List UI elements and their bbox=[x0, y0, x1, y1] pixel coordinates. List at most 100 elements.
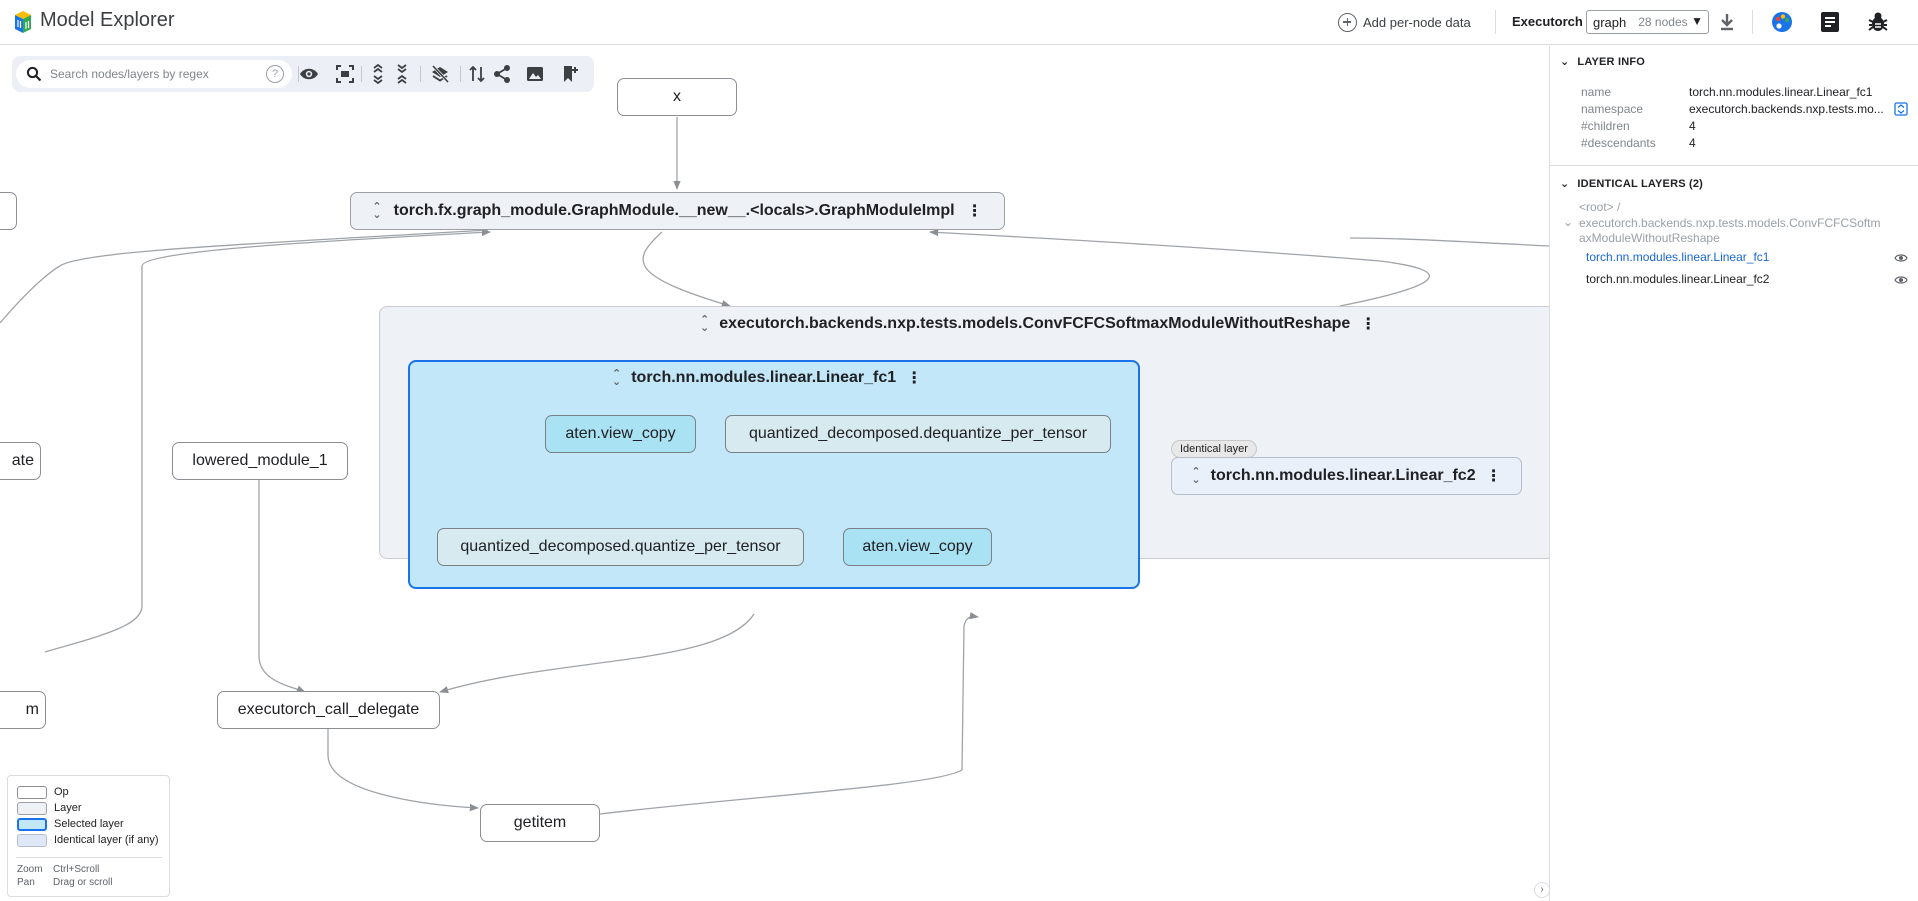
info-key: name bbox=[1581, 85, 1612, 99]
identical-layer-badge: Identical layer bbox=[1171, 440, 1257, 458]
legend-label: Op bbox=[54, 786, 69, 798]
node-dequantize[interactable]: quantized_decomposed.dequantize_per_tens… bbox=[725, 415, 1111, 453]
chevron-down-icon[interactable]: ⌄ bbox=[1563, 215, 1574, 229]
flip-direction-icon[interactable] bbox=[467, 64, 487, 84]
edge bbox=[599, 612, 979, 815]
node-offscreen[interactable] bbox=[0, 192, 17, 230]
graph-edges bbox=[0, 117, 1549, 815]
hint-label: Pan bbox=[17, 877, 35, 888]
node-lowered-module[interactable]: lowered_module_1 bbox=[172, 442, 348, 480]
more-menu-icon[interactable]: ⋮ bbox=[966, 203, 983, 220]
edge bbox=[1349, 237, 1549, 247]
search-input[interactable] bbox=[48, 64, 258, 84]
fit-to-screen-icon[interactable] bbox=[335, 64, 355, 84]
info-row: name torch.nn.modules.linear.Linear_fc1 bbox=[1581, 85, 1872, 99]
layer-fc2[interactable]: ⌃⌄ torch.nn.modules.linear.Linear_fc2 ⋮ bbox=[1171, 457, 1522, 495]
help-icon[interactable]: ? bbox=[266, 65, 284, 83]
layer-info-header[interactable]: ⌄ LAYER INFO bbox=[1560, 55, 1646, 69]
edge bbox=[929, 228, 1430, 307]
identical-layers-title: IDENTICAL LAYERS (2) bbox=[1577, 177, 1704, 190]
add-per-node-data-button[interactable]: Add per-node data bbox=[1338, 11, 1471, 33]
breadcrumb-root: <root> / bbox=[1579, 200, 1621, 214]
layer-fc1-label: torch.nn.modules.linear.Linear_fc1 bbox=[631, 369, 897, 386]
legend-divider bbox=[16, 857, 162, 858]
more-menu-icon[interactable]: ⋮ bbox=[1360, 316, 1377, 333]
node-partial[interactable]: ate bbox=[0, 442, 41, 480]
node-view-copy[interactable]: aten.view_copy bbox=[545, 415, 696, 453]
divider bbox=[1752, 10, 1753, 34]
more-menu-icon[interactable]: ⋮ bbox=[906, 370, 923, 387]
edge bbox=[439, 613, 755, 694]
locate-icon[interactable] bbox=[1894, 251, 1908, 265]
info-key: namespace bbox=[1581, 102, 1644, 116]
collapse-icon[interactable]: ⌃⌄ bbox=[700, 314, 710, 334]
chevron-right-icon[interactable]: › bbox=[1534, 882, 1550, 898]
divider bbox=[1495, 10, 1496, 34]
info-row: #children 4 bbox=[1581, 119, 1696, 133]
model-explorer-logo-icon bbox=[15, 11, 31, 33]
expand-all-icon[interactable] bbox=[368, 64, 388, 84]
edge bbox=[327, 729, 479, 812]
divider bbox=[298, 66, 299, 82]
layers-off-icon[interactable] bbox=[430, 64, 450, 84]
edge bbox=[642, 231, 731, 308]
graph-canvas[interactable]: ⌃⌄ executorch.backends.nxp.tests.models.… bbox=[0, 46, 1549, 901]
collapse-all-icon[interactable] bbox=[392, 64, 412, 84]
download-icon[interactable] bbox=[1717, 11, 1737, 33]
legend-hint: Pan Drag or scroll bbox=[17, 877, 112, 888]
palette-icon[interactable] bbox=[1770, 10, 1794, 34]
info-row: #descendants 4 bbox=[1581, 136, 1696, 150]
node-call-delegate[interactable]: executorch_call_delegate bbox=[217, 691, 440, 729]
divider bbox=[460, 66, 461, 82]
info-value: executorch.backends.nxp.tests.mo... bbox=[1689, 102, 1884, 116]
node-getitem[interactable]: getitem bbox=[480, 804, 600, 842]
identical-layer-item[interactable]: torch.nn.modules.linear.Linear_fc2 bbox=[1586, 272, 1770, 286]
identical-layer-item-selected[interactable]: torch.nn.modules.linear.Linear_fc1 bbox=[1586, 250, 1770, 264]
info-key: #descendants bbox=[1581, 136, 1656, 150]
share-icon[interactable] bbox=[492, 64, 512, 84]
add-circle-icon bbox=[1338, 12, 1357, 32]
image-icon[interactable] bbox=[525, 64, 545, 84]
hint-label: Zoom bbox=[17, 864, 43, 875]
layer-graph-module-label: torch.fx.graph_module.GraphModule.__new_… bbox=[393, 202, 955, 219]
legend-item: Identical layer (if any) bbox=[17, 833, 159, 847]
edge bbox=[258, 480, 306, 693]
graph-legend: Op Layer Selected layer Identical layer … bbox=[7, 775, 170, 897]
legend-swatch-identical bbox=[17, 833, 47, 847]
more-menu-icon[interactable]: ⋮ bbox=[1485, 468, 1502, 485]
node-partial[interactable]: m bbox=[0, 691, 46, 729]
visibility-icon[interactable] bbox=[299, 64, 319, 84]
node-view-copy[interactable]: aten.view_copy bbox=[843, 528, 992, 566]
edge bbox=[0, 229, 489, 324]
info-key: #children bbox=[1581, 119, 1630, 133]
node-quantize[interactable]: quantized_decomposed.quantize_per_tensor bbox=[437, 528, 804, 566]
collapse-icon[interactable]: ⌃⌄ bbox=[612, 368, 622, 388]
hint-value: Drag or scroll bbox=[53, 877, 113, 888]
identical-layers-header[interactable]: ⌄ IDENTICAL LAYERS (2) bbox=[1560, 177, 1704, 191]
edge bbox=[44, 228, 491, 653]
graph-node-count: 28 nodes bbox=[1638, 15, 1688, 29]
graph-select[interactable]: graph 28 nodes ▼ bbox=[1586, 10, 1709, 34]
layer-conv-module-header: ⌃⌄ executorch.backends.nxp.tests.models.… bbox=[700, 314, 1376, 334]
legend-label: Layer bbox=[54, 802, 82, 814]
breadcrumb-path: axModuleWithoutReshape bbox=[1579, 231, 1720, 245]
notes-icon[interactable] bbox=[1818, 10, 1842, 34]
layer-info-title: LAYER INFO bbox=[1577, 55, 1646, 68]
adapter-label: Executorch bbox=[1512, 14, 1583, 29]
expand-icon[interactable]: ⌃⌄ bbox=[1191, 466, 1201, 486]
info-row: namespace executorch.backends.nxp.tests.… bbox=[1581, 102, 1884, 116]
node-x[interactable]: x bbox=[617, 78, 737, 116]
expand-icon[interactable]: ⌃⌄ bbox=[372, 201, 382, 221]
dropdown-arrow-icon: ▼ bbox=[1691, 14, 1703, 28]
legend-label: Identical layer (if any) bbox=[54, 834, 159, 846]
expand-text-icon[interactable] bbox=[1894, 102, 1908, 116]
layer-graph-module[interactable]: ⌃⌄ torch.fx.graph_module.GraphModule.__n… bbox=[350, 192, 1005, 230]
legend-item: Selected layer bbox=[17, 817, 124, 831]
search-box: ? bbox=[16, 60, 292, 88]
locate-icon[interactable] bbox=[1894, 273, 1908, 287]
bug-icon[interactable] bbox=[1866, 10, 1890, 34]
add-per-node-data-label: Add per-node data bbox=[1363, 14, 1471, 30]
bookmark-add-icon[interactable] bbox=[560, 64, 580, 84]
legend-swatch-op bbox=[17, 785, 47, 799]
